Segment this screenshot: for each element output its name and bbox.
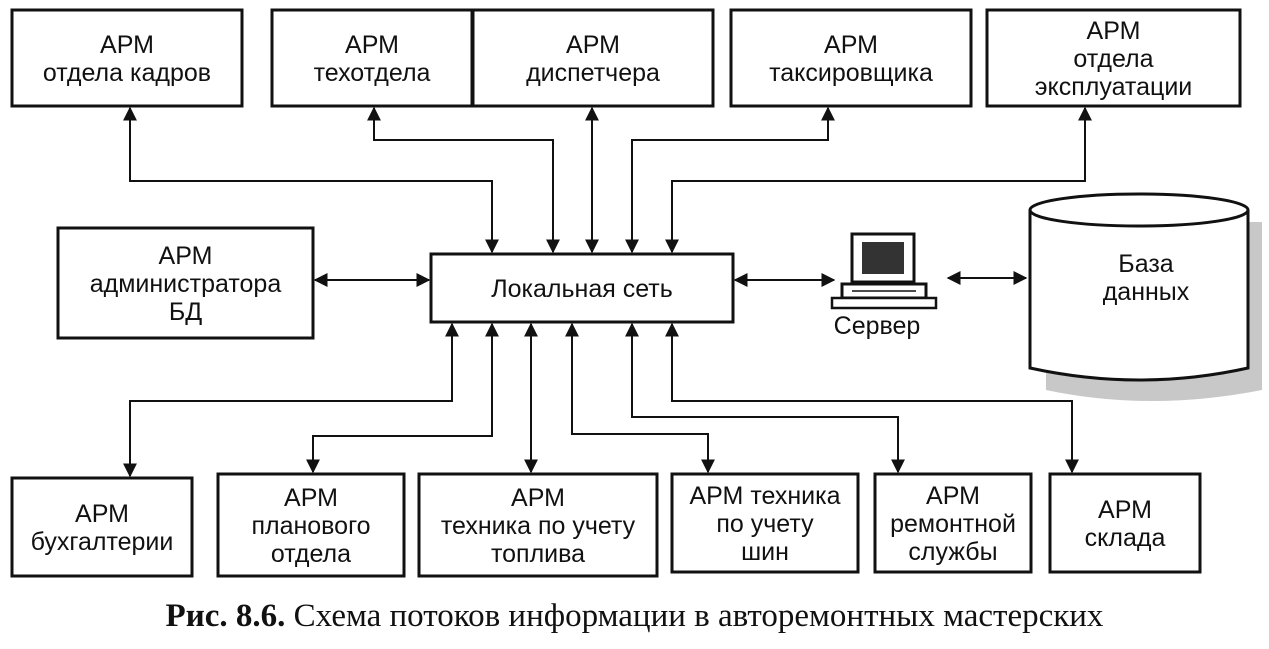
arrow-expl xyxy=(665,106,1092,254)
label-line: АРМ xyxy=(824,31,878,59)
node-box xyxy=(10,476,194,578)
figure-number: Рис. 8.6. xyxy=(165,598,286,634)
label-line: АРМ xyxy=(566,31,620,59)
label-line: шин xyxy=(741,538,789,566)
arrow-tekh xyxy=(367,106,560,254)
node-box xyxy=(873,472,1033,574)
label-line: Сервер xyxy=(834,312,921,340)
node-box xyxy=(10,8,244,108)
label-line: по учету xyxy=(716,510,814,538)
node-box xyxy=(417,472,659,578)
label-line: данных xyxy=(1103,278,1190,306)
label-line: АРМ xyxy=(284,484,338,512)
node-box xyxy=(429,252,735,324)
label-line: эксплуатации xyxy=(1035,73,1193,101)
label-line: БД xyxy=(169,298,202,326)
figure-title: Схема потоков информации в авторемонтных… xyxy=(293,598,1104,634)
label-line: отдела кадров xyxy=(43,59,211,87)
label-line: Локальная сеть xyxy=(491,275,673,303)
label-line: АРМ xyxy=(1098,496,1152,524)
arrow-plan xyxy=(306,322,499,474)
label-line: АРМ xyxy=(1087,17,1141,45)
label-line: АРМ техника xyxy=(689,482,840,510)
node-box xyxy=(985,8,1242,108)
label-line: АРМ xyxy=(511,484,565,512)
label-network: Локальная сеть xyxy=(491,275,673,303)
node-box xyxy=(729,8,973,108)
label-line: службы xyxy=(908,538,997,566)
label-line: АРМ xyxy=(926,482,980,510)
label-line: АРМ xyxy=(345,31,399,59)
label-line: отдела xyxy=(271,540,351,568)
node-box xyxy=(471,8,715,108)
database-cylinder xyxy=(1028,192,1262,401)
label-line: топлива xyxy=(491,540,585,568)
label-line: диспетчера xyxy=(526,59,660,87)
label-line: техника по учету xyxy=(441,512,636,540)
label-line: АРМ xyxy=(75,500,129,528)
label-line: таксировщика xyxy=(769,59,933,87)
node-server: Сервер xyxy=(834,312,921,340)
label-line: отдела xyxy=(1073,45,1153,73)
label-line: администратора xyxy=(90,270,282,298)
node-box xyxy=(56,226,315,340)
label-line: База xyxy=(1118,250,1173,278)
arrow-buh xyxy=(123,322,459,478)
label-server: Сервер xyxy=(834,312,921,340)
label-line: склада xyxy=(1085,524,1166,552)
label-line: планового xyxy=(251,512,370,540)
node-box xyxy=(670,472,860,574)
node-network: Локальная сеть xyxy=(429,252,735,324)
node-box xyxy=(270,8,474,108)
label-line: бухгалтерии xyxy=(31,528,174,556)
label-line: ремонтной xyxy=(890,510,1016,538)
node-box xyxy=(1048,472,1202,574)
figure-caption: Рис. 8.6. Схема потоков информации в авт… xyxy=(0,598,1269,635)
node-box xyxy=(216,472,406,578)
label-line: АРМ xyxy=(159,242,213,270)
arrow-sklad xyxy=(665,322,1079,474)
arrow-shiny xyxy=(565,322,715,474)
label-line: АРМ xyxy=(100,31,154,59)
flow-connectors xyxy=(123,106,1092,478)
label-line: техотдела xyxy=(314,59,431,87)
server-computer-icon xyxy=(830,232,938,310)
